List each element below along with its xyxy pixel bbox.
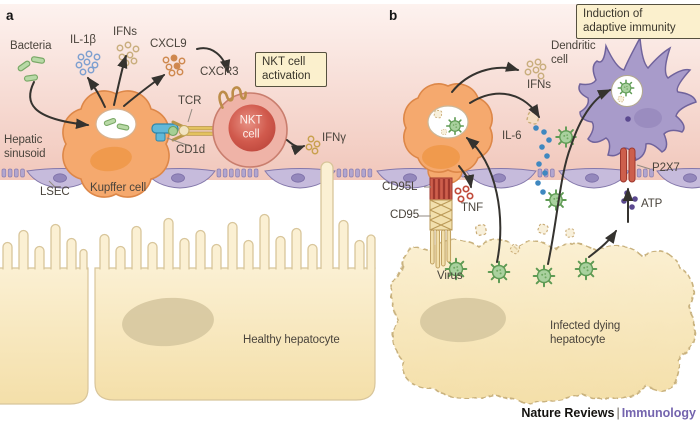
nkt-cell [212, 86, 288, 168]
label-healthy-hepatocyte: Healthy hepatocyte [243, 334, 340, 346]
label-ifns-b: IFNs [527, 79, 551, 91]
healthy-hepatocyte [94, 161, 376, 401]
infected-nucleus [420, 297, 506, 343]
p2x7-receptor [620, 147, 636, 183]
journal-credit: Nature Reviews|Immunology [521, 406, 696, 420]
arrow-virus-to-dc [547, 89, 612, 265]
cxcl9-molecules [162, 54, 186, 77]
il1b-molecules [75, 50, 101, 76]
label-bacteria: Bacteria [10, 40, 52, 52]
cd95-complex [429, 177, 453, 269]
nkt-activation-callout: NKT cell activation [255, 52, 327, 87]
label-p2x7: P2X7 [652, 162, 680, 174]
arrow-to-ifns-a [113, 54, 128, 106]
label-cxcr3: CXCR3 [200, 66, 239, 78]
phagosome-b [427, 105, 469, 139]
il6-molecules [533, 125, 552, 195]
leader-lines [48, 108, 651, 217]
arrow-virus-to-atp [588, 229, 617, 258]
label-cd95l: CD95L [382, 181, 418, 193]
arrow-to-il1b [87, 76, 106, 108]
label-dendritic-cell: Dendritic cell [551, 40, 596, 66]
label-ifns-a: IFNs [113, 26, 137, 38]
label-il6: IL-6 [502, 130, 522, 142]
arrow-nkt-to-ifng [286, 139, 306, 156]
label-tcr: TCR [178, 95, 202, 107]
label-cxcl9: CXCL9 [150, 38, 187, 50]
credit-divider: | [616, 406, 620, 420]
cd1d-tcr-complex [151, 120, 215, 142]
induction-callout: Induction of adaptive immunity [576, 4, 700, 39]
infected-hepatocyte [391, 238, 696, 404]
arrow-kupffer-to-ifns-b [451, 61, 520, 93]
arrow-virus-to-kupffer [465, 137, 502, 263]
cxcr3-receptor [218, 86, 247, 109]
label-infected-hepatocyte: Infected dying hepatocyte [550, 320, 621, 346]
tall-microvillus [320, 161, 334, 269]
journal-name: Nature Reviews [521, 406, 615, 420]
label-hepatic-sinusoid: Hepatic sinusoid [4, 134, 46, 160]
arrows [29, 47, 634, 265]
arrow-cxcl9-to-cxcr3 [196, 47, 231, 74]
label-cd1d: CD1d [176, 144, 206, 156]
arrow-to-cxcl9 [123, 74, 166, 107]
atp-molecules [621, 190, 638, 210]
phagosome-a [95, 108, 137, 140]
panel-a-label: a [6, 8, 14, 23]
panel-b-label: b [389, 8, 398, 23]
label-virus: Virus [437, 270, 463, 282]
label-lsec: LSEC [40, 186, 70, 198]
journal-section: Immunology [621, 406, 696, 420]
label-kupffer-cell: Kupffer cell [90, 182, 147, 194]
healthy-hepatocyte-left [0, 223, 89, 405]
arrow-kupffer-to-il6 [469, 92, 540, 119]
kupffer-cell-a [62, 90, 170, 198]
arrow-bacteria-to-kupffer [29, 81, 90, 129]
kupffer-cell-b [403, 83, 493, 185]
label-nkt-cell: NKT cell [239, 114, 263, 140]
lipid-antigen [167, 125, 179, 137]
label-cd95: CD95 [390, 209, 420, 221]
dendritic-cell [578, 35, 697, 183]
label-il1b: IL-1β [70, 34, 96, 46]
ifn-molecules-b [524, 58, 547, 80]
ifng-molecules [305, 135, 321, 155]
tnf-molecules [454, 185, 474, 203]
label-tnf: TNF [461, 202, 484, 214]
label-ifng: IFNγ [322, 132, 346, 144]
cd95-stalks [430, 229, 452, 269]
label-atp: ATP [641, 198, 663, 210]
arrow-kupffer-to-tnf [458, 165, 475, 189]
hepatocyte-nucleus [122, 297, 214, 347]
